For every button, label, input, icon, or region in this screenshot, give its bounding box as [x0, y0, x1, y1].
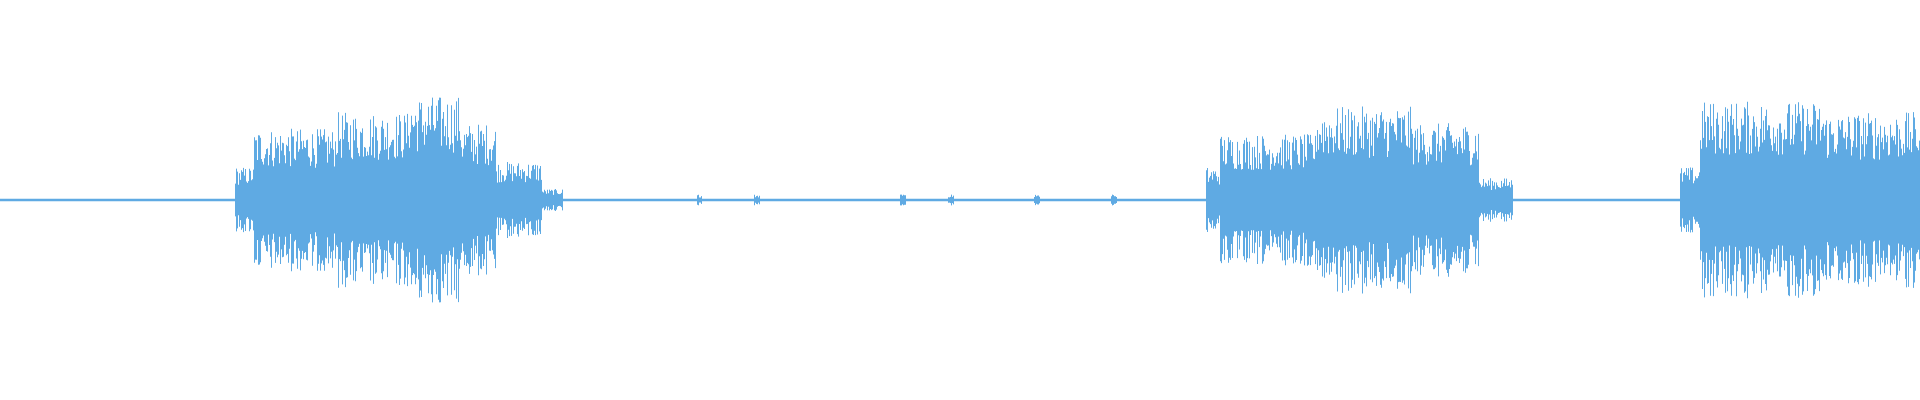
waveform-bars [0, 97, 1920, 303]
waveform-path [0, 97, 1920, 303]
